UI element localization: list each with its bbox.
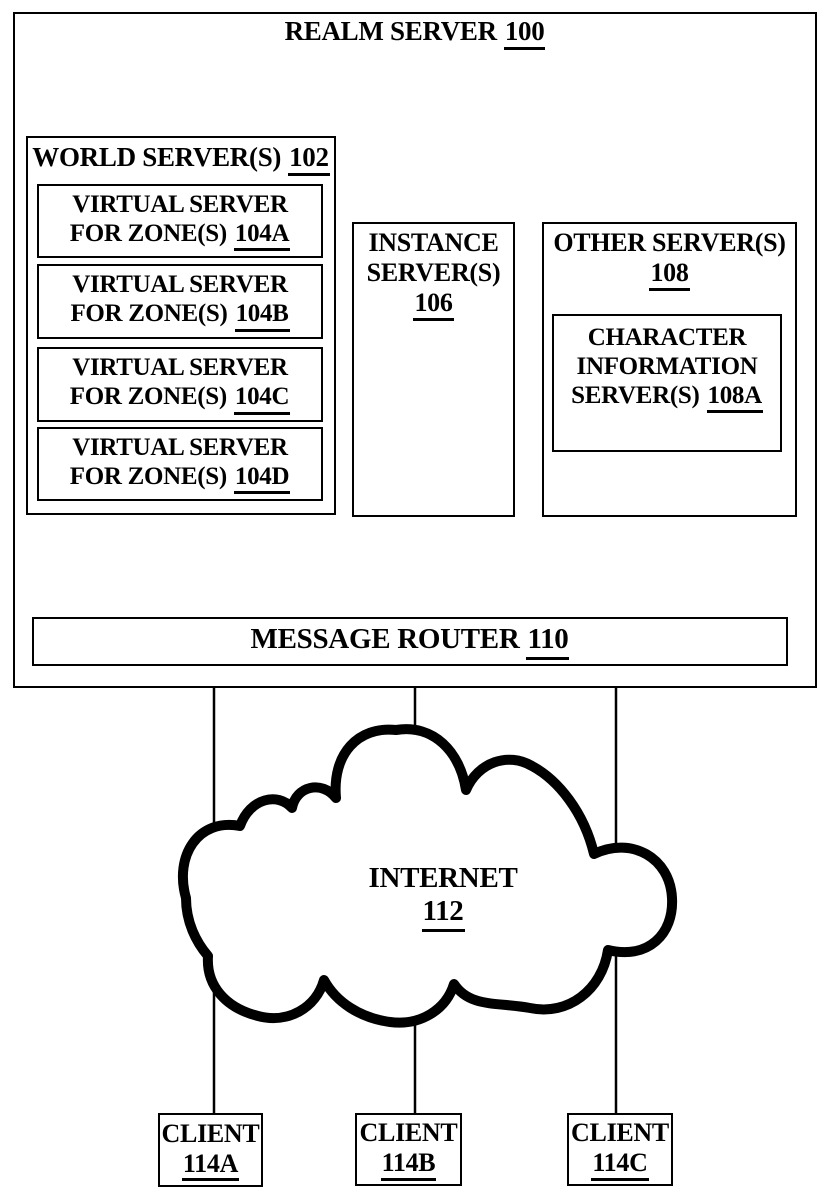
world-server-ref: 102 [288, 142, 330, 177]
instance-server-box: INSTANCE SERVER(S) 106 [352, 222, 515, 517]
other-server-ref: 108 [649, 258, 690, 291]
message-router-box: MESSAGE ROUTER 110 [32, 617, 788, 666]
character-server-line3: SERVER(S) [571, 381, 700, 409]
virtual-server-zone-d-box: VIRTUAL SERVER FOR ZONE(S) 104D [37, 427, 323, 501]
client-a-box: CLIENT 114A [158, 1113, 263, 1187]
zone-d-line2: FOR ZONE(S) [69, 462, 227, 490]
zone-c-line2: FOR ZONE(S) [69, 383, 227, 410]
zone-a-line1: VIRTUAL SERVER [72, 190, 288, 218]
client-c-ref: 114C [591, 1148, 649, 1181]
virtual-server-zone-a-box: VIRTUAL SERVER FOR ZONE(S) 104A [37, 184, 323, 258]
realm-server-label: REALM SERVER [284, 16, 498, 46]
client-b-label: CLIENT [359, 1118, 458, 1148]
zone-a-ref: 104A [233, 220, 291, 252]
zone-d-ref: 104D [233, 463, 291, 495]
realm-server-ref: 100 [503, 16, 546, 51]
character-server-line2: INFORMATION [576, 352, 758, 380]
virtual-server-zone-b-box: VIRTUAL SERVER FOR ZONE(S) 104B [37, 264, 323, 339]
instance-server-ref: 106 [413, 288, 454, 321]
zone-d-line1: VIRTUAL SERVER [72, 433, 288, 461]
message-router-label: MESSAGE ROUTER [250, 623, 520, 656]
instance-server-line1: INSTANCE [368, 228, 499, 257]
client-a-ref: 114A [181, 1149, 240, 1182]
zone-b-line1: VIRTUAL SERVER [72, 271, 288, 299]
zone-c-ref: 104C [233, 383, 291, 415]
virtual-server-zone-c-box: VIRTUAL SERVER FOR ZONE(S) 104C [37, 347, 323, 422]
internet-ref: 112 [421, 895, 465, 932]
other-server-label: OTHER SERVER(S) [553, 228, 786, 257]
client-c-label: CLIENT [571, 1118, 669, 1148]
zone-b-ref: 104B [234, 300, 290, 332]
internet-cloud [177, 724, 678, 1028]
internet-label: INTERNET 112 [318, 862, 568, 932]
client-c-box: CLIENT 114C [567, 1113, 673, 1186]
character-server-ref: 108A [706, 382, 763, 414]
world-server-label: WORLD SERVER(S) [32, 142, 282, 172]
client-b-box: CLIENT 114B [355, 1113, 462, 1186]
message-router-ref: 110 [526, 623, 570, 660]
client-a-label: CLIENT [161, 1118, 260, 1148]
zone-c-line1: VIRTUAL SERVER [72, 354, 288, 382]
zone-b-line2: FOR ZONE(S) [70, 300, 228, 327]
internet-title: INTERNET [368, 862, 518, 894]
realm-server-title: REALM SERVER 100 [13, 16, 817, 51]
zone-a-line2: FOR ZONE(S) [69, 219, 227, 247]
character-server-line1: CHARACTER [587, 324, 747, 351]
instance-server-line2: SERVER(S) [366, 257, 501, 287]
character-information-server-box: CHARACTER INFORMATION SERVER(S) 108A [552, 314, 782, 452]
client-b-ref: 114B [380, 1148, 437, 1181]
